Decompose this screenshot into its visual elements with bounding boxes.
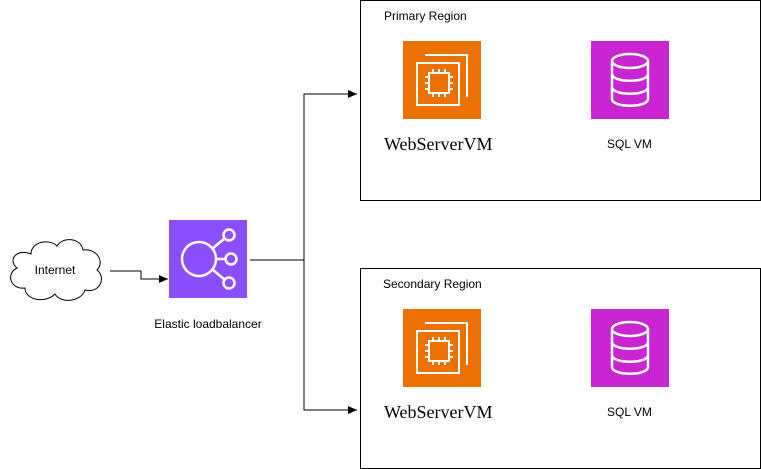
ec2-chip-icon xyxy=(416,54,468,106)
webserver-vm-icon-box xyxy=(403,309,481,387)
database-icon xyxy=(610,320,650,375)
secondary-region: Secondary Region WebServerVM SQL VM xyxy=(360,268,761,469)
elb-icon xyxy=(180,228,238,290)
database-icon xyxy=(610,52,650,107)
webserver-vm-label: WebServerVM xyxy=(384,134,493,154)
sql-vm-label: SQL VM xyxy=(607,137,652,151)
webserver-vm-label: WebServerVM xyxy=(384,402,493,422)
region-title: Primary Region xyxy=(384,9,467,23)
primary-region: Primary Region WebServerVM SQL VM xyxy=(360,0,761,201)
internet-label: Internet xyxy=(34,263,76,277)
sql-vm-label: SQL VM xyxy=(607,405,652,419)
sql-vm-icon-box xyxy=(591,309,669,387)
loadbalancer-label: Elastic loadbalancer xyxy=(154,317,262,331)
webserver-vm-icon-box xyxy=(403,41,481,119)
loadbalancer-node xyxy=(169,220,247,298)
sql-vm-icon-box xyxy=(591,41,669,119)
internet-node: Internet xyxy=(5,234,109,306)
elb-to-primary-connector xyxy=(250,90,357,261)
cloud-icon xyxy=(10,239,102,301)
ec2-chip-icon xyxy=(416,322,468,374)
region-title: Secondary Region xyxy=(383,277,482,291)
internet-to-elb-connector xyxy=(110,270,168,283)
elb-to-secondary-connector xyxy=(303,260,357,414)
